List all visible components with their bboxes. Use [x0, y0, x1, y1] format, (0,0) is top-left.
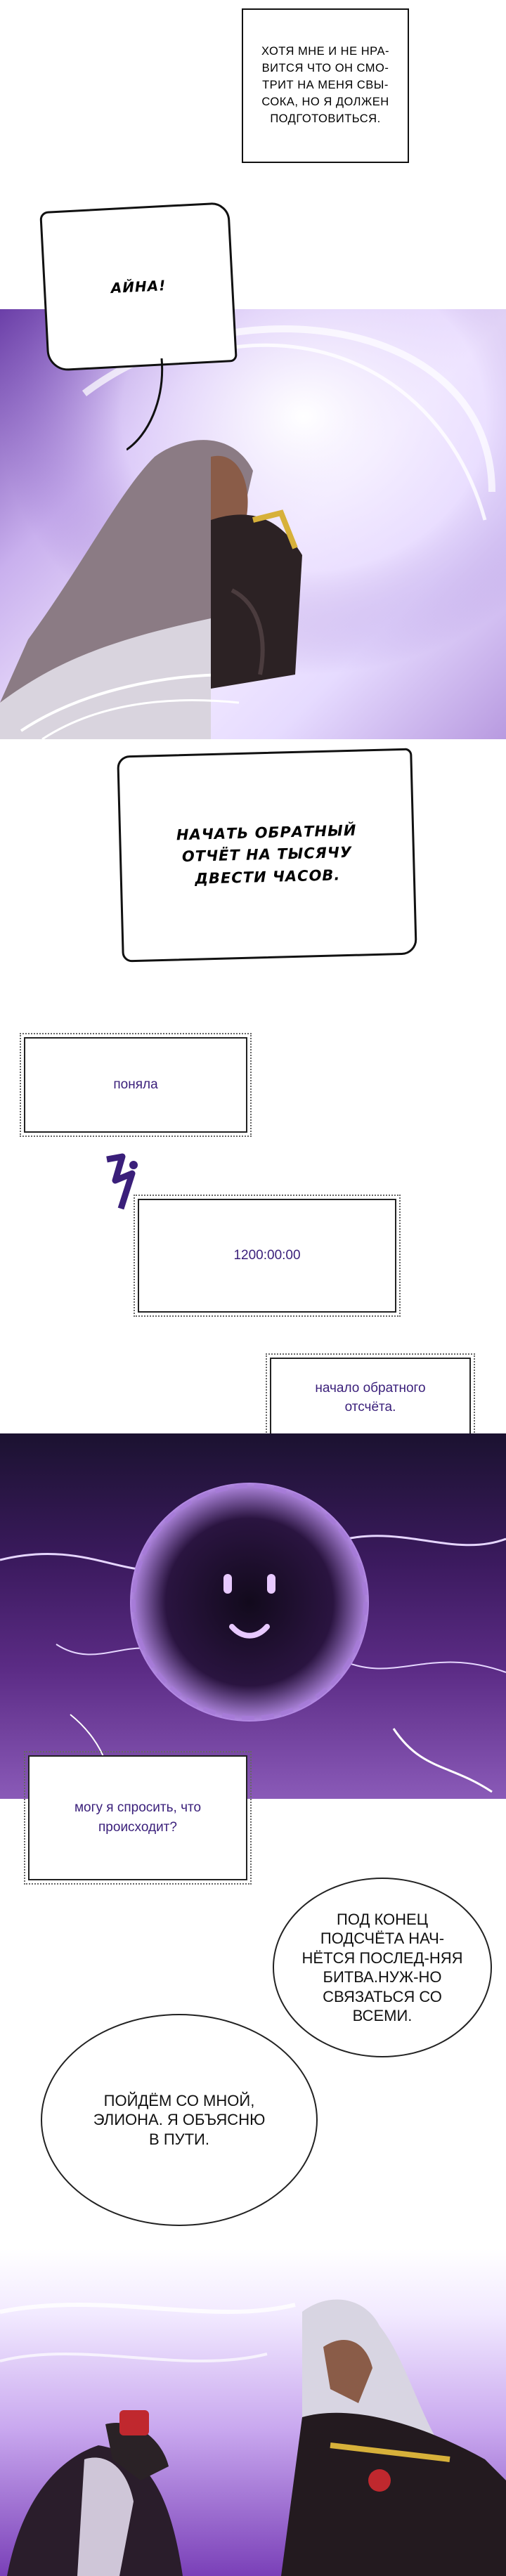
countdown-order-text: НАЧАТЬ ОБРАТНЫЙ ОТЧЁТ НА ТЫСЯЧУ ДВЕСТИ Ч…: [176, 821, 357, 887]
question-text: могу я спросить, что происходит?: [74, 1800, 202, 1835]
understood-text: поняла: [113, 1077, 158, 1092]
shout-tail: [126, 358, 164, 451]
timer-value: 1200:00:00: [233, 1248, 301, 1263]
final-battle-text: ПОД КОНЕЦ ПОДСЧЁТА НАЧ-НЁТСЯ ПОСЛЕД-НЯЯ …: [301, 1910, 463, 2025]
narration-text: ХОТЯ МНЕ И НЕ НРА-ВИТСЯ ЧТО ОН СМО-ТРИТ …: [261, 45, 390, 125]
speech-bubble-final-battle: ПОД КОНЕЦ ПОДСЧЁТА НАЧ-НЁТСЯ ПОСЛЕД-НЯЯ …: [273, 1878, 492, 2057]
light-burst-illustration: [0, 309, 506, 739]
system-timer-box: 1200:00:00: [134, 1195, 401, 1317]
speech-bubble-come-with-me: ПОЙДЁМ СО МНОЙ, ЭЛИОНА. Я ОБЪЯСНЮ В ПУТИ…: [41, 2014, 318, 2226]
system-countdown-started: начало обратного отсчёта.: [266, 1353, 475, 1443]
shout-text: АЙНА!: [110, 276, 167, 297]
shout-bubble: АЙНА!: [39, 202, 238, 372]
system-message-understood: поняла: [20, 1033, 252, 1137]
panel-dark-orb: [0, 1433, 506, 1799]
panel-characters: [0, 2249, 506, 2576]
dark-orb-illustration: [0, 1483, 506, 1799]
system-logo-icon: [101, 1152, 143, 1213]
countdown-order-box: НАЧАТЬ ОБРАТНЫЙ ОТЧЁТ НА ТЫСЯЧУ ДВЕСТИ Ч…: [117, 748, 417, 963]
characters-illustration: [0, 2299, 506, 2576]
narration-box: ХОТЯ МНЕ И НЕ НРА-ВИТСЯ ЧТО ОН СМО-ТРИТ …: [242, 8, 409, 163]
panel-light-burst: [0, 309, 506, 739]
countdown-started-text: начало обратного отсчёта.: [315, 1381, 426, 1414]
come-with-me-text: ПОЙДЁМ СО МНОЙ, ЭЛИОНА. Я ОБЪЯСНЮ В ПУТИ…: [93, 2091, 266, 2148]
system-question: могу я спросить, что происходит?: [24, 1751, 252, 1885]
